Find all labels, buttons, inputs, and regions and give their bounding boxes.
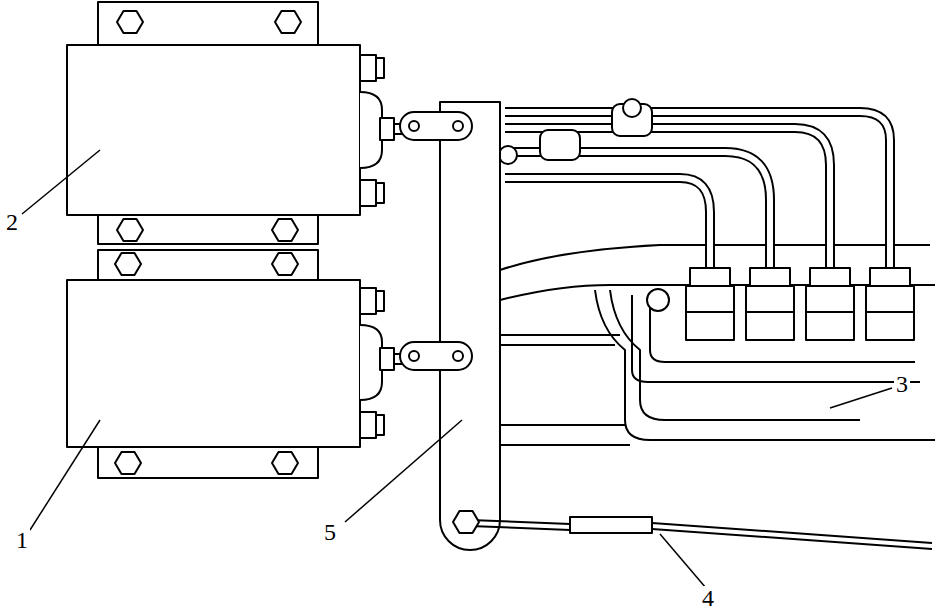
callout-number: 1 [14, 528, 30, 552]
callout-number: 3 [894, 372, 910, 396]
callout-number: 5 [322, 520, 338, 544]
callout-number: 4 [700, 586, 716, 610]
callout-number: 2 [4, 210, 20, 234]
